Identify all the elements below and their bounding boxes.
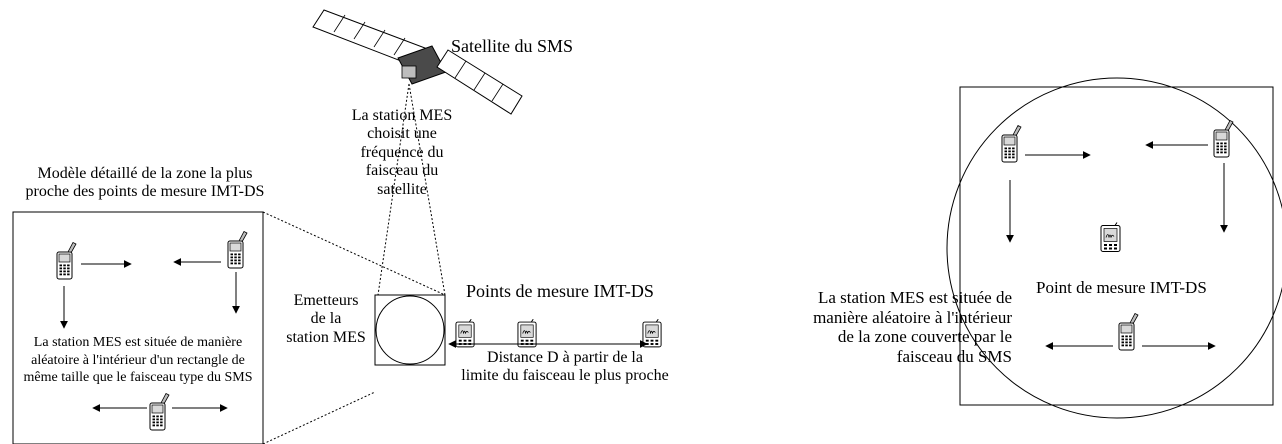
- detailed-model-label: Modèle détaillé de la zone la plus proch…: [25, 165, 265, 201]
- measure-point-2: [517, 319, 537, 348]
- detail-zone-box: [12, 211, 264, 444]
- satellite-beam: [377, 83, 446, 296]
- arrow-icon: [60, 258, 240, 412]
- mes-emitters-label: Emetteurs de la station MES: [286, 292, 366, 346]
- measure-points-label: Points de mesure IMT-DS: [466, 281, 654, 301]
- mes-frequency-choice-label: La station MES choisit une fréquence du …: [351, 107, 453, 198]
- satellite-label: Satellite du SMS: [451, 36, 574, 56]
- distance-label: Distance D à partir de la limite du fais…: [461, 349, 669, 385]
- right-zone-square: [959, 86, 1274, 406]
- measure-point-1: [455, 319, 475, 348]
- right-phone-top-right: [1213, 120, 1234, 158]
- right-phone-bottom: [1118, 313, 1139, 351]
- zoom-lines: [262, 211, 446, 444]
- right-random-location-label: La station MES est située de manière alé…: [813, 288, 1012, 366]
- arrow-icon: [1006, 141, 1228, 350]
- right-phone-top-left: [1001, 125, 1022, 163]
- right-beam-circle: [946, 77, 1282, 419]
- right-measure-point: [1100, 222, 1121, 253]
- beam-footprint-circle: [375, 295, 445, 365]
- detail-zone-description: La station MES est située de manière alé…: [23, 335, 253, 385]
- measure-point-3: [642, 319, 662, 348]
- satellite-icon: [312, 9, 523, 115]
- right-measure-point-label: Point de mesure IMT-DS: [1036, 278, 1207, 297]
